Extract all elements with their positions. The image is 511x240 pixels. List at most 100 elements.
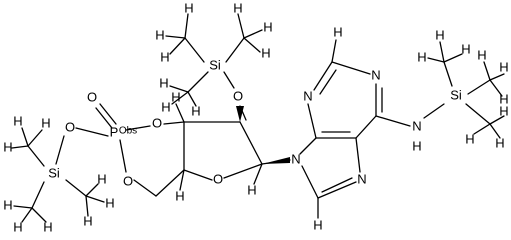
atom-o-si: O xyxy=(65,119,75,134)
bond-si-right-me-down xyxy=(465,103,491,125)
bond-me-h xyxy=(169,37,186,55)
atom-h: H xyxy=(160,49,169,64)
wedge-bond-c2-o xyxy=(236,106,244,122)
atom-n3: N xyxy=(303,88,312,103)
atom-h: H xyxy=(247,182,256,197)
atom-h: H xyxy=(13,113,22,128)
bond-me-h xyxy=(171,91,189,105)
bond-me-h xyxy=(31,207,47,223)
atom-h: H xyxy=(3,197,12,212)
bond-c5-o5 xyxy=(133,179,157,197)
bond-c2-c1 xyxy=(239,121,263,165)
bond-me-h xyxy=(27,129,43,147)
atom-h: H xyxy=(313,217,322,232)
bond-me-h xyxy=(489,73,505,81)
bond-o5-p xyxy=(119,139,127,173)
atom-h: H xyxy=(13,219,22,234)
atom-h: H xyxy=(435,27,444,42)
bond-o-si-left xyxy=(55,135,65,165)
bond-c8-n7 xyxy=(317,181,357,199)
bond-c4-n3 xyxy=(307,103,317,139)
atom-n7: N xyxy=(357,171,366,186)
bond-n9-c8 xyxy=(301,165,319,199)
atom-h: H xyxy=(333,24,342,39)
bond-me-h xyxy=(165,35,186,39)
bond-si-top-me-left xyxy=(184,37,205,63)
bond-me-h xyxy=(439,41,445,63)
atom-h: H xyxy=(465,131,474,146)
bond-c4-c5 xyxy=(155,169,185,197)
bond-si-right-me-up xyxy=(443,61,453,87)
bond-me-h xyxy=(483,61,491,81)
bond-c2-n1 xyxy=(331,61,371,75)
bond-si-left-me-right xyxy=(65,179,87,197)
atom-h: H xyxy=(499,59,508,74)
bond-c6-n6 xyxy=(375,115,411,127)
bond-c3-o3 xyxy=(163,121,185,125)
bond-me-h xyxy=(21,207,33,223)
atom-h: H xyxy=(461,41,470,56)
atom-o-ring: O xyxy=(213,171,223,186)
atom-h: H xyxy=(261,45,270,60)
bond-me-h xyxy=(187,91,197,107)
bond-me-h xyxy=(427,57,445,63)
atom-h: H xyxy=(499,103,508,118)
atom-h: H xyxy=(417,49,426,64)
bond-me-h xyxy=(237,13,245,39)
atom-labels: Si O H H H H H H H H H O O O P Obs O O S… xyxy=(3,0,508,234)
bond-c1-o4 xyxy=(223,163,263,179)
atom-h: H xyxy=(477,47,486,62)
bond-me-h xyxy=(13,205,33,209)
atom-h: H xyxy=(263,19,272,34)
bond-me-h xyxy=(184,13,189,39)
bond-c6-c5 xyxy=(355,115,377,139)
bond-c2-h xyxy=(331,39,337,63)
atom-n9: N xyxy=(291,151,300,166)
bond-me-h xyxy=(489,115,505,125)
bond-c4-h xyxy=(179,169,185,191)
atom-o-3prime: O xyxy=(152,115,162,130)
atom-h: H xyxy=(83,213,92,228)
bond-c4-n9 xyxy=(299,137,317,155)
bond-p-o-si xyxy=(75,127,109,137)
atom-h: H xyxy=(97,171,106,186)
bond-p-o-double-b xyxy=(99,103,117,125)
atom-h: H xyxy=(233,0,242,15)
atom-h: H xyxy=(155,27,164,42)
atom-h: H xyxy=(495,135,504,150)
atom-si-right: Si xyxy=(450,87,462,102)
atom-h: H xyxy=(105,195,114,210)
bond-me-h xyxy=(489,79,503,97)
bond-me-h xyxy=(85,183,99,197)
atom-h: H xyxy=(191,103,200,118)
bond-c8-n7-double xyxy=(321,177,353,193)
bond-me-h xyxy=(243,37,261,53)
atom-si-left: Si xyxy=(48,165,60,180)
bond-si-right-me-right xyxy=(467,79,491,95)
bond-si-top-me-down xyxy=(187,71,209,93)
wedge-bond-c1-n9 xyxy=(262,157,290,164)
atom-h: H xyxy=(171,89,180,104)
atom-h: H xyxy=(499,91,508,106)
atom-h: H xyxy=(184,0,193,15)
atom-h: H xyxy=(3,139,12,154)
bond-o3-p xyxy=(125,125,151,131)
bond-n3-c2 xyxy=(313,61,333,91)
bond-si-left-me-up xyxy=(27,145,45,167)
atom-h: H xyxy=(41,115,50,130)
bond-me-h xyxy=(169,85,189,93)
bond-si-left-me-down xyxy=(31,181,45,209)
atom-h: H xyxy=(161,99,170,114)
bond-me-h xyxy=(489,123,501,139)
atom-obs: Obs xyxy=(119,126,137,137)
bond-c3-h xyxy=(175,103,185,123)
bond-n7-c5 xyxy=(355,137,361,173)
atom-n1: N xyxy=(371,67,380,82)
bond-me-h xyxy=(11,145,29,149)
bond-me-h xyxy=(85,195,105,203)
atom-h-n6: H xyxy=(412,138,421,153)
atom-o-double: O xyxy=(87,89,97,104)
atom-o-5prime: O xyxy=(123,173,133,188)
bond-me-h xyxy=(443,53,463,63)
bond-me-h xyxy=(243,29,263,39)
